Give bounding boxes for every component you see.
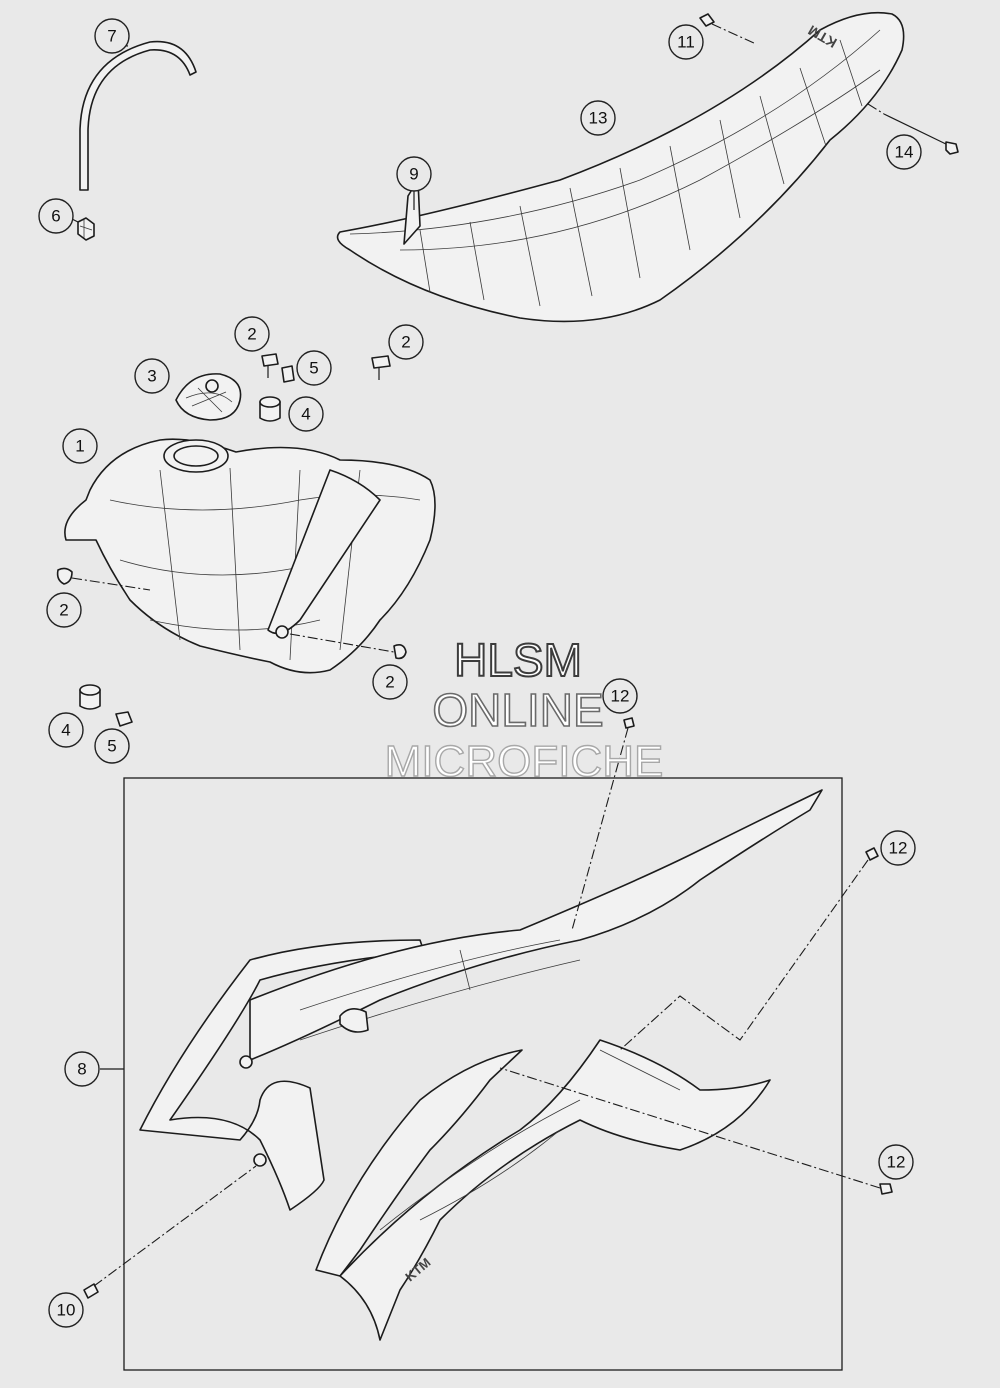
svg-text:7: 7 — [107, 27, 116, 46]
bushing-top — [259, 396, 281, 422]
svg-text:10: 10 — [57, 1301, 76, 1320]
screw-top-left — [261, 353, 279, 378]
callout-1[interactable]: 1 — [62, 428, 98, 464]
spoiler-lower: KTM — [315, 1039, 771, 1341]
screw-tank-left — [56, 567, 151, 591]
screw-top-right — [371, 355, 391, 380]
callout-3[interactable]: 3 — [134, 358, 170, 394]
callouts: 7 11 13 14 9 6 2 2 3 5 4 1 2 2 12 4 5 12… — [38, 18, 922, 1328]
seat-bolt — [867, 103, 959, 155]
svg-text:1: 1 — [75, 437, 84, 456]
callout-4-loose[interactable]: 4 — [48, 712, 84, 748]
bushing-loose — [79, 684, 101, 710]
svg-text:13: 13 — [589, 109, 608, 128]
svg-text:4: 4 — [61, 721, 70, 740]
svg-text:5: 5 — [309, 359, 318, 378]
svg-text:12: 12 — [889, 839, 908, 858]
seat-screw-front — [699, 13, 757, 45]
callout-5-top[interactable]: 5 — [296, 350, 332, 386]
svg-text:2: 2 — [401, 333, 410, 352]
watermark: HLSM ONLINE MICROFICHE — [384, 633, 664, 787]
svg-text:5: 5 — [107, 737, 116, 756]
svg-text:2: 2 — [59, 601, 68, 620]
callout-9[interactable]: 9 — [396, 156, 432, 192]
watermark-line3: MICROFICHE — [385, 737, 664, 786]
callout-12-bottom[interactable]: 12 — [878, 1144, 914, 1180]
callout-10[interactable]: 10 — [48, 1292, 84, 1328]
callout-14[interactable]: 14 — [886, 134, 922, 170]
callout-13[interactable]: 13 — [580, 100, 616, 136]
callout-12-top[interactable]: 12 — [602, 678, 638, 714]
spoiler-kit-frame — [100, 777, 843, 1371]
seat: KTM — [336, 11, 905, 323]
callout-2-top-right[interactable]: 2 — [388, 324, 424, 360]
watermark-line2: ONLINE — [432, 684, 603, 736]
svg-text:2: 2 — [385, 673, 394, 692]
screw-tank-right — [289, 633, 407, 660]
screw-12-bottom — [499, 1067, 893, 1195]
callout-11[interactable]: 11 — [668, 24, 704, 60]
svg-text:2: 2 — [247, 325, 256, 344]
svg-text:6: 6 — [51, 207, 60, 226]
callout-2-top-left[interactable]: 2 — [234, 316, 270, 352]
callout-6[interactable]: 6 — [38, 198, 74, 234]
svg-text:11: 11 — [677, 33, 695, 52]
breather-hose — [79, 40, 197, 191]
fuel-tank — [64, 438, 436, 674]
svg-text:8: 8 — [77, 1060, 86, 1079]
svg-text:3: 3 — [147, 367, 156, 386]
hose-clip — [77, 217, 95, 241]
callout-5-loose[interactable]: 5 — [94, 728, 130, 764]
svg-text:9: 9 — [409, 165, 418, 184]
callout-2-tank-left[interactable]: 2 — [46, 592, 82, 628]
watermark-line1: HLSM — [454, 634, 582, 686]
screw-12-right — [619, 847, 879, 1051]
svg-text:4: 4 — [301, 405, 310, 424]
spoiler-upper — [139, 789, 823, 1211]
callout-4-top[interactable]: 4 — [288, 396, 324, 432]
callout-2-tank-right[interactable]: 2 — [372, 664, 408, 700]
svg-text:14: 14 — [895, 143, 914, 162]
svg-text:12: 12 — [611, 687, 630, 706]
callout-7[interactable]: 7 — [94, 18, 130, 54]
screw-12-top — [571, 717, 635, 931]
svg-text:12: 12 — [887, 1153, 906, 1172]
leader-lines — [65, 43, 415, 223]
nut-loose — [115, 711, 133, 727]
callout-8[interactable]: 8 — [64, 1051, 100, 1087]
nut-top — [281, 365, 295, 383]
callout-12-right[interactable]: 12 — [880, 830, 916, 866]
fuel-cap — [175, 373, 242, 421]
screw-10 — [83, 1165, 257, 1299]
